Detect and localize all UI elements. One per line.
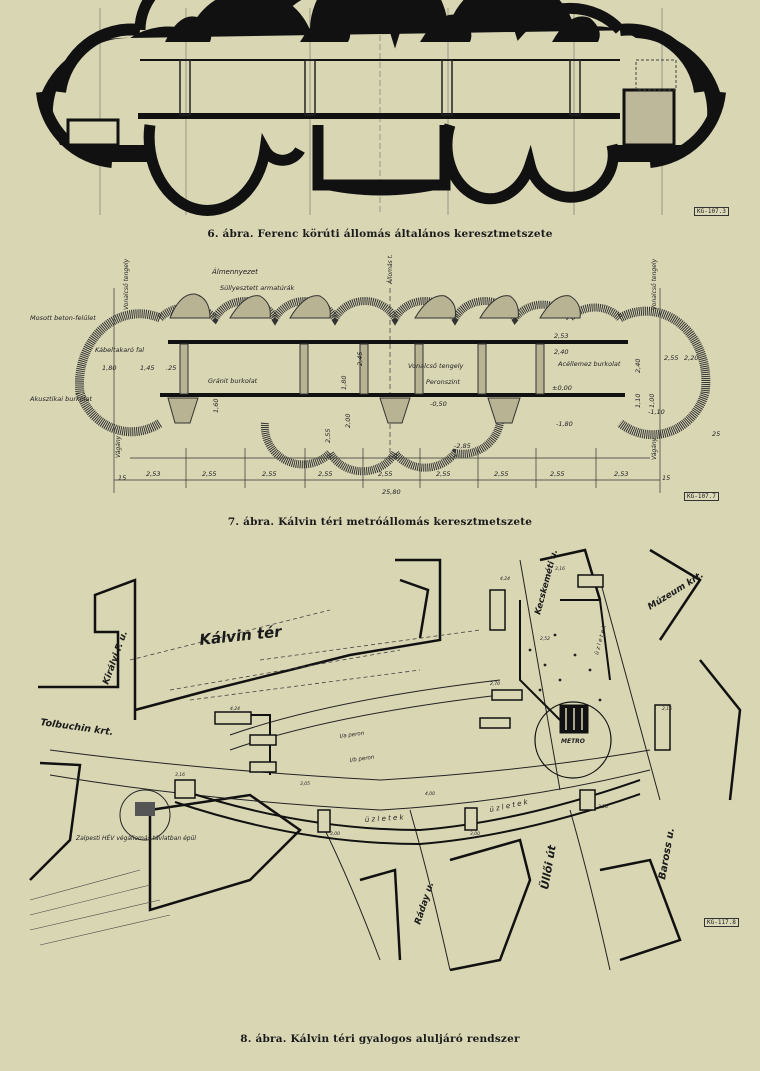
- dim-k4: 4,24: [230, 706, 240, 712]
- figure-7-labels: Álmennyezet Süllyesztett armatúrák Mosot…: [29, 254, 720, 496]
- label-vagany-left: Vágány: [115, 435, 122, 458]
- label-almennyezet: Álmennyezet: [211, 267, 258, 276]
- hev-note-text: Zalpesti HÉV végállomás távlatban épül: [75, 834, 196, 842]
- dim-k1: 3,16: [555, 566, 565, 572]
- label-peron-a: I/a peron: [339, 731, 365, 740]
- street-ulloi: Üllői út: [537, 843, 559, 890]
- dim-255d: 2,55: [378, 470, 392, 478]
- label-akusztikai: Akusztikai burkolat: [29, 395, 93, 403]
- label-peron-b: I/b peron: [349, 755, 375, 764]
- dim-p253: 2,53: [554, 332, 568, 340]
- dim-k5: 2,16: [662, 706, 672, 712]
- block-raday-mid: [359, 868, 402, 961]
- dim-145: 1,45: [140, 364, 154, 372]
- block-baross-east: [699, 659, 742, 801]
- figure-7-cross-section: [75, 288, 711, 493]
- street-raday: Ráday u.: [413, 881, 436, 926]
- dim-p180l: 1,80: [340, 376, 348, 390]
- dim-p240r: 2,40: [634, 359, 642, 373]
- dim-180: 1,80: [102, 364, 116, 372]
- block-raday-east: [449, 838, 532, 972]
- dim-total: 25,80: [382, 488, 401, 496]
- label-sullyesztett: Süllyesztett armatúrák: [220, 284, 295, 292]
- dim-p000: ±0,00: [552, 384, 572, 392]
- dim-p245: 2,45: [356, 352, 364, 366]
- dim-253: 2,53: [146, 470, 160, 478]
- block-raday-west: [148, 793, 302, 912]
- label-metro: METRO: [561, 738, 585, 745]
- figure-8-plan: Kálvin tér Királyi P. u. Tolbuchin krt. …: [29, 548, 742, 972]
- figure-6-cross-section: [36, 0, 726, 216]
- label-kabelfal: Kábeltakaró fal: [95, 346, 144, 354]
- dim-255f: 2,55: [494, 470, 508, 478]
- dim-p15l: 15: [118, 474, 126, 482]
- dim-p050: -0,50: [430, 400, 447, 408]
- street-kalvin-ter: Kálvin tér: [199, 622, 284, 649]
- street-kiralyi: Királyi P. u.: [101, 630, 130, 686]
- block-kalvin-north: [134, 558, 442, 712]
- street-muzeum: Múzeum krt.: [646, 570, 705, 612]
- label-uzletek-a: ü z l e t e k: [365, 813, 405, 824]
- label-acellemez: Acéllemez burkolat: [557, 360, 621, 368]
- dim-p100: 1,00: [648, 394, 656, 408]
- dim-k9: 3,00: [470, 831, 480, 837]
- dim-p285: -2,85: [454, 442, 471, 450]
- label-hev-note: Zalpesti HÉV végállomás távlatban épül: [75, 834, 196, 842]
- dim-p180: -1,80: [556, 420, 573, 428]
- block-kalvin-north-2: [399, 578, 430, 639]
- block-tolbuchin-south: [29, 761, 82, 881]
- dim-k8: 3,00: [330, 831, 340, 837]
- dim-255a: 2,55: [202, 470, 216, 478]
- label-vagany-right: Vágány: [651, 437, 658, 460]
- dim-k2: 2,52: [540, 636, 550, 642]
- street-baross: Baross u.: [657, 827, 677, 881]
- dim-k11: 3,16: [175, 772, 185, 778]
- dim-k12: 2,70: [490, 681, 500, 687]
- block-muzeum: [649, 548, 702, 641]
- label-vonalcso-right: Vonalcső tengely: [651, 258, 658, 310]
- dim-p25r: 25: [712, 430, 720, 438]
- dim-p255r: 2,55: [664, 354, 678, 362]
- label-masott: Mosott beton-felület: [30, 314, 96, 322]
- dim-25: .25: [166, 364, 176, 372]
- dim-p15r: 15: [662, 474, 670, 482]
- figure-6-caption: 6. ábra. Ferenc körúti állomás általános…: [207, 228, 553, 240]
- dim-p110r: 1,10: [634, 394, 642, 408]
- dim-k6: 4,00: [425, 791, 435, 797]
- street-tolbuchin: Tolbuchin krt.: [40, 717, 114, 738]
- figure-6-stamp: KG-107.3: [694, 207, 729, 216]
- dim-p220: 2,20: [684, 354, 698, 362]
- figure-8-caption: 8. ábra. Kálvin téri gyalogos aluljáró r…: [240, 1033, 520, 1045]
- dim-255b: 2,55: [262, 470, 276, 478]
- dim-253b: 2,53: [614, 470, 628, 478]
- figure-7-caption: 7. ábra. Kálvin téri metróállomás keresz…: [227, 516, 533, 528]
- label-vonalcso-left: Vonalcső tengely: [123, 258, 130, 310]
- dim-255c: 2,55: [318, 470, 332, 478]
- label-allomas: Állomás t.: [387, 254, 394, 285]
- label-peronszint: Peronszint: [426, 378, 460, 386]
- label-vonalcso: Vonalcső tengely: [408, 361, 464, 370]
- dim-k3: 4,24: [500, 576, 510, 582]
- dim-p240: 2,40: [554, 348, 568, 356]
- block-kiraly-p: [38, 578, 137, 720]
- figure-7-stamp: KG-107.7: [684, 492, 719, 501]
- dim-p255m: 2,55: [324, 429, 332, 443]
- dim-k7: 3,05: [300, 781, 310, 787]
- figure-8-stamp: KG-117.8: [704, 918, 739, 927]
- dim-k10: 3,20: [598, 804, 608, 810]
- dim-255g: 2,55: [550, 470, 564, 478]
- block-ulloi: [599, 858, 682, 962]
- label-granit: Gránit burkolat: [208, 377, 258, 385]
- dim-p200: 2,00: [344, 414, 352, 428]
- label-uzletek-b: ü z l e t e k: [489, 798, 530, 814]
- dim-p160: 1,60: [212, 399, 220, 413]
- dim-p110: -1,10: [648, 408, 665, 416]
- dim-255e: 2,55: [436, 470, 450, 478]
